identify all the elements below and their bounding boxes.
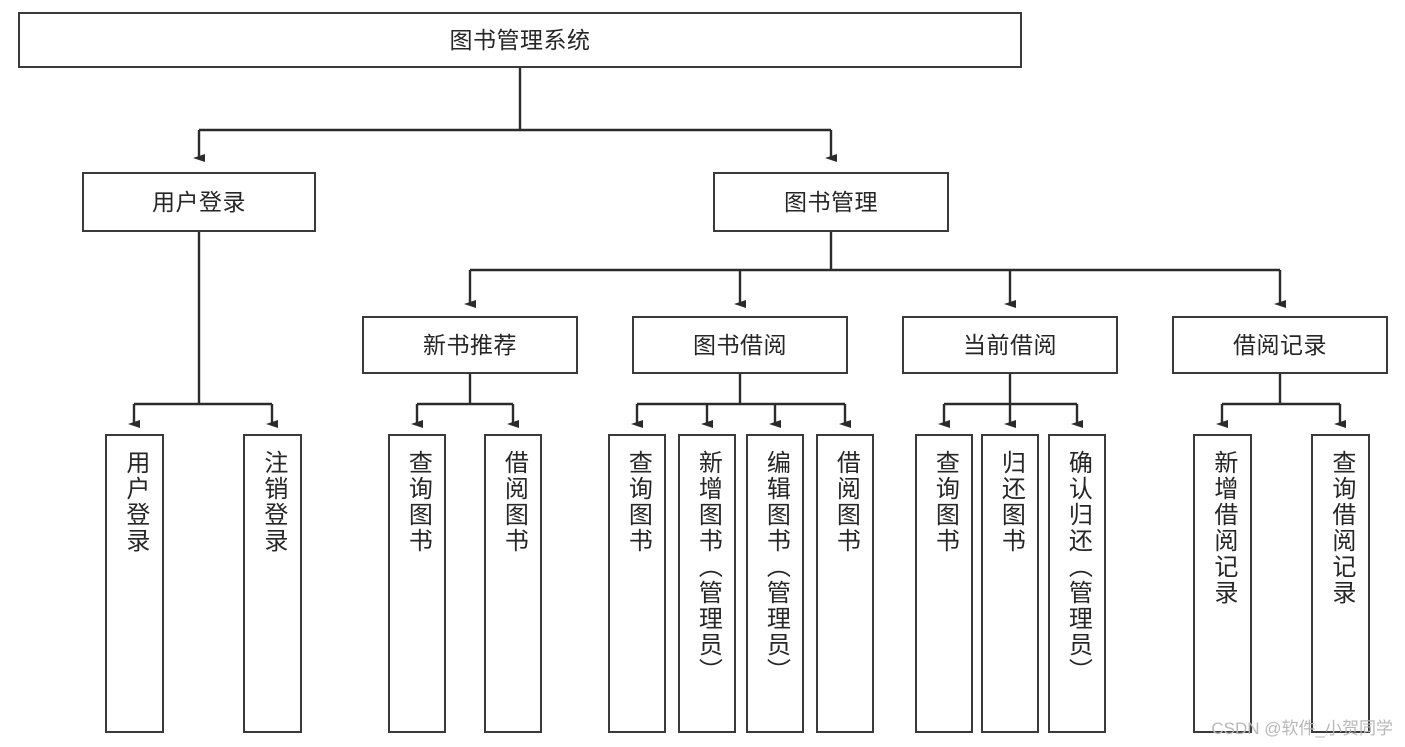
leaf-query-borrow-record[interactable]: 查询借阅记录 — [1311, 434, 1370, 733]
leaf-add-book-admin[interactable]: 新增图书（管理员） — [678, 434, 736, 733]
node-root-system[interactable]: 图书管理系统 — [18, 12, 1022, 68]
node-label: 新增图书（管理员） — [694, 450, 722, 684]
leaf-borrow-book[interactable]: 借阅图书 — [816, 434, 874, 733]
node-label: 借阅记录 — [1233, 331, 1327, 358]
node-label: 编辑图书（管理员） — [762, 450, 790, 684]
leaf-edit-book-admin[interactable]: 编辑图书（管理员） — [746, 434, 804, 733]
node-user-login[interactable]: 用户登录 — [82, 172, 316, 232]
node-new-book-recommend[interactable]: 新书推荐 — [362, 316, 578, 374]
node-label: 查询借阅记录 — [1327, 450, 1355, 606]
node-borrow-record[interactable]: 借阅记录 — [1172, 316, 1388, 374]
node-label: 注销登录 — [259, 450, 287, 554]
leaf-query-book-current[interactable]: 查询图书 — [915, 434, 973, 733]
watermark: CSDN @软件_小贺同学 — [1211, 719, 1393, 738]
node-book-management[interactable]: 图书管理 — [713, 172, 949, 232]
node-label: 查询图书 — [404, 450, 432, 554]
node-label: 图书借阅 — [693, 331, 787, 358]
leaf-logout[interactable]: 注销登录 — [243, 434, 302, 733]
node-current-borrow[interactable]: 当前借阅 — [902, 316, 1118, 374]
leaf-return-book[interactable]: 归还图书 — [981, 434, 1039, 733]
node-label: 用户登录 — [152, 188, 246, 215]
leaf-add-borrow-record[interactable]: 新增借阅记录 — [1193, 434, 1252, 733]
node-book-borrow[interactable]: 图书借阅 — [632, 316, 848, 374]
node-label: 查询图书 — [931, 450, 959, 554]
node-label: 图书管理系统 — [449, 26, 591, 53]
node-label: 图书管理 — [784, 188, 878, 215]
node-label: 新增借阅记录 — [1209, 450, 1237, 606]
node-label: 借阅图书 — [832, 450, 860, 554]
node-label: 归还图书 — [997, 450, 1025, 554]
leaf-borrow-book-recommend[interactable]: 借阅图书 — [484, 434, 542, 733]
node-label: 确认归还（管理员） — [1064, 450, 1092, 684]
leaf-confirm-return-admin[interactable]: 确认归还（管理员） — [1048, 434, 1106, 733]
node-label: 当前借阅 — [963, 331, 1057, 358]
node-label: 新书推荐 — [423, 331, 517, 358]
node-label: 用户登录 — [121, 450, 149, 554]
leaf-query-book-recommend[interactable]: 查询图书 — [388, 434, 446, 733]
leaf-user-login[interactable]: 用户登录 — [105, 434, 164, 733]
node-label: 查询图书 — [624, 450, 652, 554]
leaf-query-book-borrow[interactable]: 查询图书 — [608, 434, 666, 733]
node-label: 借阅图书 — [500, 450, 528, 554]
